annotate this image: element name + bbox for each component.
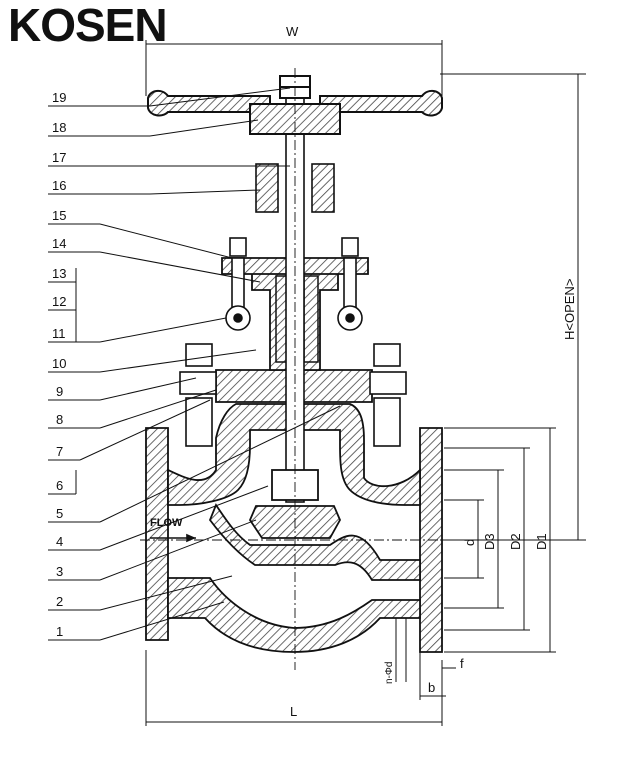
callout-19: 19: [52, 90, 66, 105]
yoke-nut: [255, 163, 335, 213]
dim-d2-label: D2: [508, 533, 523, 550]
callout-9: 9: [56, 384, 63, 399]
flow-label: FLOW: [150, 517, 183, 529]
callout-16: 16: [52, 178, 66, 193]
gland-eyebolts: [225, 237, 363, 331]
dimension-labels: W H<OPEN> L d D3 D2 D1 n-Φd f b: [286, 24, 577, 719]
callout-6: 6: [56, 478, 63, 493]
callout-2: 2: [56, 594, 63, 609]
callout-13: 13: [52, 266, 66, 281]
callout-10: 10: [52, 356, 66, 371]
callout-12: 12: [52, 294, 66, 309]
dim-h-label: H<OPEN>: [562, 279, 577, 340]
callout-8: 8: [56, 412, 63, 427]
callout-numbers: 19 18 17 16 15 14 13 12 11 10 9 8 7 6 5 …: [52, 90, 66, 639]
callout-3: 3: [56, 564, 63, 579]
valve-disc: [248, 469, 342, 539]
callout-14: 14: [52, 236, 66, 251]
centerlines: [140, 68, 450, 670]
dim-d3-label: D3: [482, 533, 497, 550]
dim-l-label: L: [290, 704, 297, 719]
dim-b-label: b: [428, 680, 435, 695]
callout-leaders: [48, 87, 341, 641]
callout-7: 7: [56, 444, 63, 459]
dim-f-label: f: [460, 656, 464, 671]
dim-n-phi-d-label: n-Φd: [384, 662, 395, 684]
valve-body: [145, 403, 443, 653]
callout-1: 1: [56, 624, 63, 639]
callout-17: 17: [52, 150, 66, 165]
callout-11: 11: [52, 326, 66, 341]
callout-4: 4: [56, 534, 63, 549]
dim-w-label: W: [286, 24, 299, 39]
callout-5: 5: [56, 506, 63, 521]
callout-18: 18: [52, 120, 66, 135]
callout-15: 15: [52, 208, 66, 223]
dim-d1-label: D1: [534, 533, 549, 550]
bonnet-bolts: [179, 343, 407, 447]
dim-d-label: d: [462, 539, 477, 546]
dimension-lines: [145, 40, 586, 726]
kosen-logo: KOSEN: [8, 0, 168, 51]
